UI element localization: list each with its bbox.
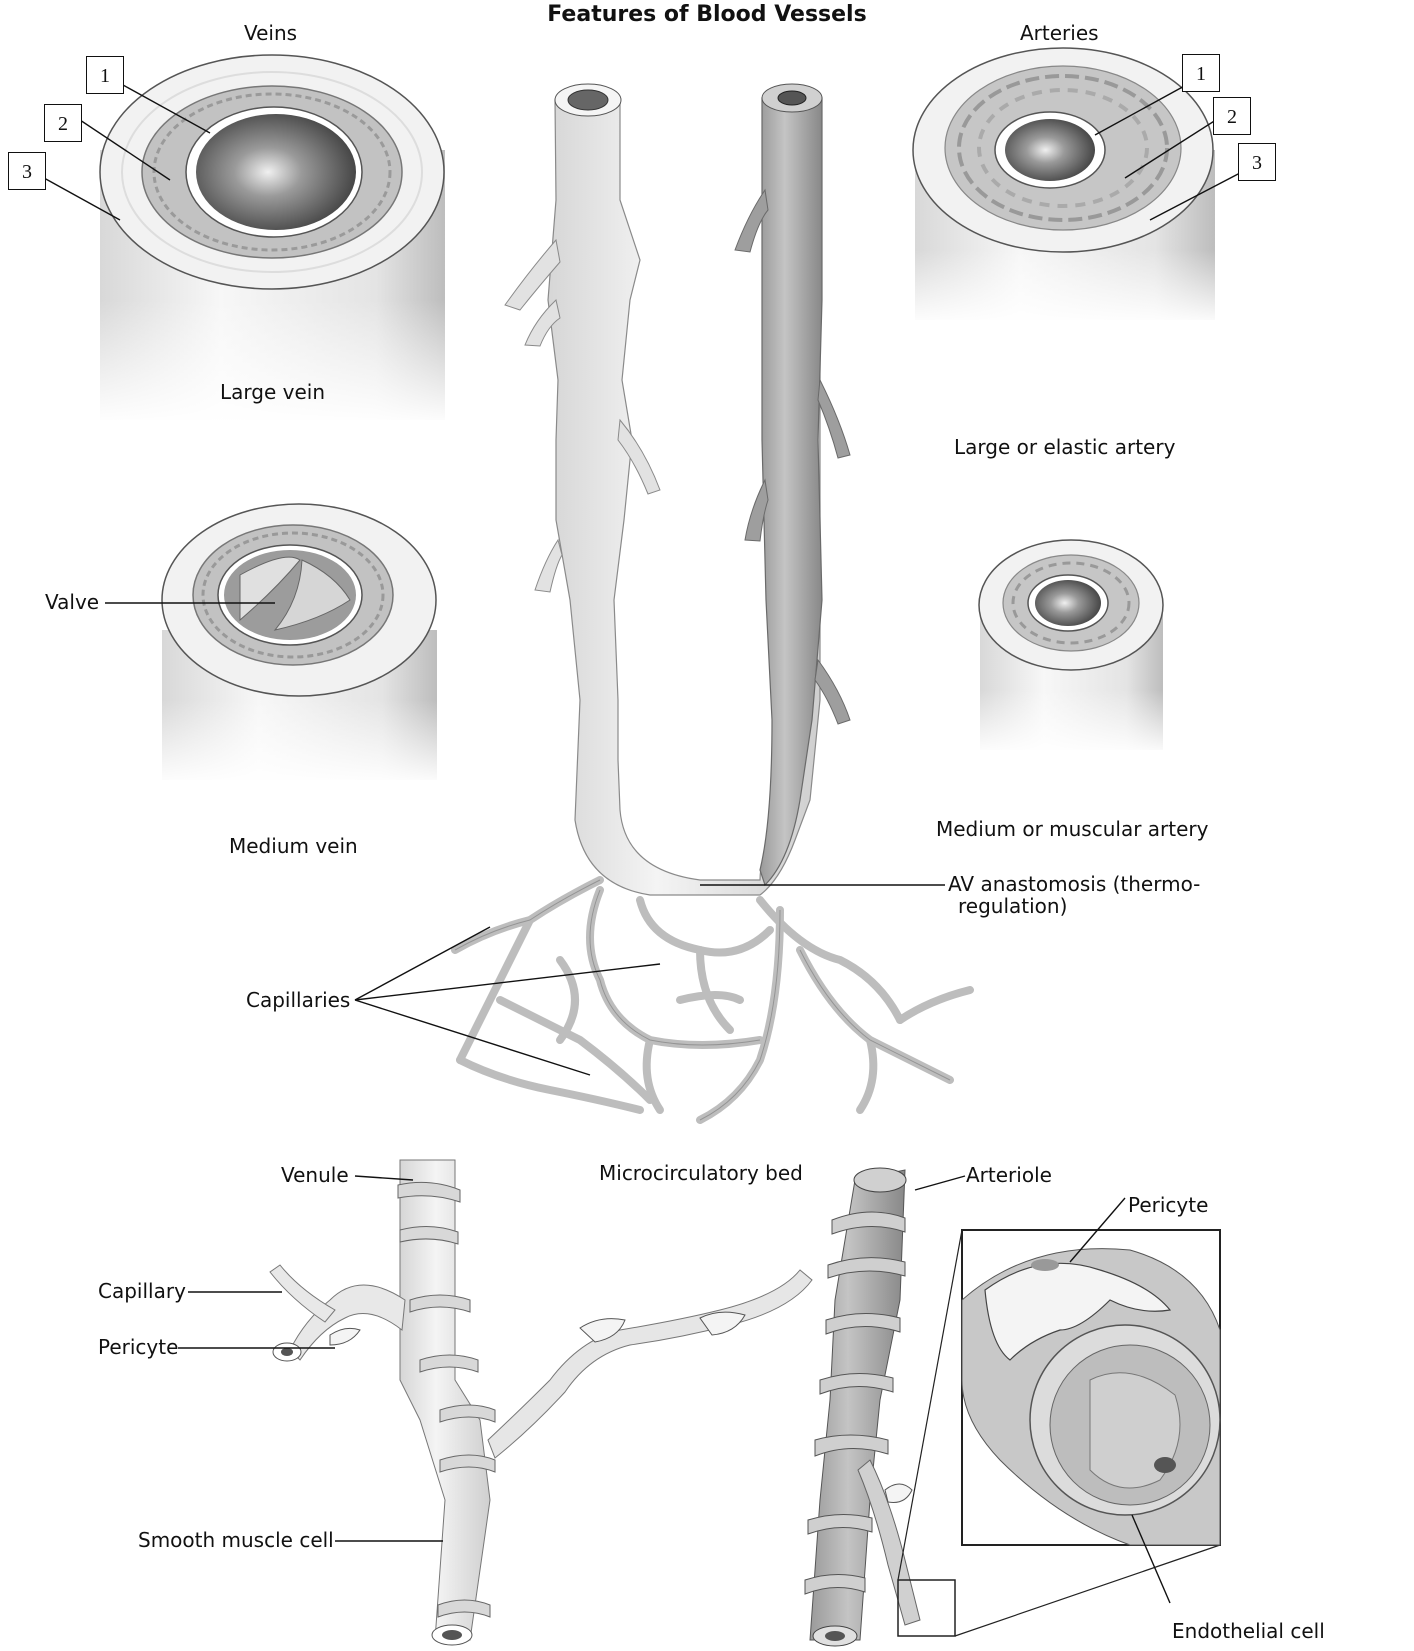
venule-illustration bbox=[270, 1160, 495, 1645]
smooth-muscle-cell-label: Smooth muscle cell bbox=[138, 1529, 334, 1551]
microcirculatory-bed-label: Microcirculatory bed bbox=[599, 1162, 803, 1184]
vein-callout-2: 2 bbox=[44, 104, 82, 142]
diagram-title: Features of Blood Vessels bbox=[0, 2, 1414, 27]
av-anastomosis-label-line1: AV anastomosis (thermo- bbox=[948, 873, 1200, 895]
vein-callout-3: 3 bbox=[8, 152, 46, 190]
large-vein-illustration bbox=[96, 55, 450, 425]
endothelial-cell-label: Endothelial cell bbox=[1172, 1620, 1325, 1642]
medium-artery-illustration bbox=[975, 540, 1170, 755]
capillaries-label: Capillaries bbox=[246, 989, 350, 1011]
capillary-label: Capillary bbox=[98, 1280, 186, 1302]
vein-callout-1: 1 bbox=[86, 56, 124, 94]
veins-header: Veins bbox=[244, 22, 297, 44]
pericyte-label-left: Pericyte bbox=[98, 1336, 178, 1358]
arteriole-illustration bbox=[805, 1168, 920, 1646]
vessel-tubes bbox=[505, 84, 850, 895]
large-artery-label: Large or elastic artery bbox=[954, 436, 1175, 458]
artery-callout-2: 2 bbox=[1213, 97, 1251, 135]
valve-label: Valve bbox=[45, 591, 99, 613]
medium-vein-label: Medium vein bbox=[229, 835, 358, 857]
connecting-capillary bbox=[488, 1270, 812, 1458]
capillary-network bbox=[455, 880, 970, 1120]
arteriole-label: Arteriole bbox=[966, 1164, 1052, 1186]
pericyte-label-inset: Pericyte bbox=[1128, 1194, 1208, 1216]
venule-label: Venule bbox=[281, 1164, 349, 1186]
artery-callout-3: 3 bbox=[1238, 143, 1276, 181]
large-vein-label: Large vein bbox=[220, 381, 325, 403]
arteries-header: Arteries bbox=[1020, 22, 1099, 44]
medium-vein-illustration bbox=[158, 504, 442, 785]
pericyte-inset bbox=[898, 1230, 1220, 1636]
large-artery-illustration bbox=[910, 48, 1220, 325]
av-anastomosis-label-line2: regulation) bbox=[958, 895, 1067, 917]
medium-artery-label: Medium or muscular artery bbox=[936, 818, 1208, 840]
artery-callout-1: 1 bbox=[1182, 54, 1220, 92]
